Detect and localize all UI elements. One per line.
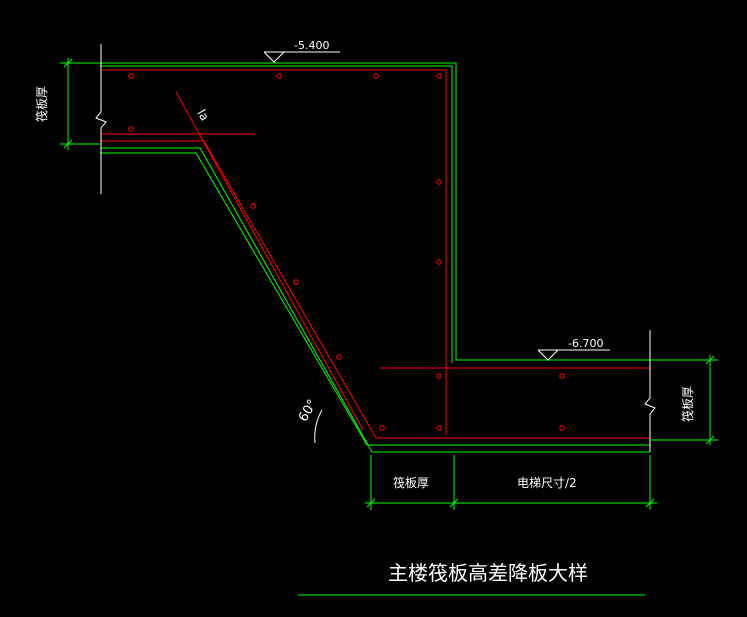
rebar-lines (100, 69, 650, 439)
drawing-title: 主楼筏板高差降板大样 (388, 561, 588, 585)
rebar-dot (128, 73, 134, 79)
rebar-dots (128, 73, 565, 431)
elevation-top-label: -5.400 (294, 39, 329, 52)
elevation-bottom-label: -6.700 (568, 337, 603, 350)
raft-thickness-bottom-label: 筏板厚 (393, 476, 429, 490)
rebar-dot (436, 373, 442, 379)
elevation-triangle-icon (263, 51, 286, 63)
step-outline-inner (100, 152, 650, 446)
bottom-rebar (100, 140, 650, 439)
angle-arc (314, 409, 323, 444)
rebar-dot (436, 179, 442, 185)
step-outline-outer (100, 147, 650, 453)
left-dim-tick (63, 58, 73, 68)
slab-outline-outer (100, 62, 650, 361)
rebar-dot (293, 279, 299, 285)
rebar-dot (250, 203, 256, 209)
rebar-dot (373, 73, 379, 79)
raft-thickness-right-label: 筏板厚 (681, 386, 695, 422)
left-dim-tick (63, 139, 73, 149)
elevation-marker-bottom (537, 349, 610, 361)
elevation-marker-top (263, 51, 340, 63)
right-dim-tick (705, 435, 715, 445)
elevation-triangle-icon (537, 349, 560, 361)
dimension-lines (60, 58, 718, 510)
concrete-outline (100, 62, 650, 453)
right-break-line (644, 330, 656, 452)
top-rebar (102, 69, 447, 435)
rebar-dot (128, 126, 134, 132)
rebar-dot (336, 354, 342, 360)
rebar-dot (436, 259, 442, 265)
raft-thickness-left-label: 筏板厚 (35, 86, 49, 122)
sloped-rebar-anchor (175, 91, 364, 431)
rebar-dot (559, 425, 565, 431)
right-dim-tick (705, 355, 715, 365)
rebar-dot (276, 73, 282, 79)
left-break-line (95, 44, 107, 194)
bottom-dim-tick (645, 498, 655, 508)
bottom-dim-tick (449, 498, 459, 508)
elevator-half-label: 电梯尺寸/2 (517, 476, 577, 490)
rebar-dot (379, 425, 385, 431)
rebar-dot (559, 373, 565, 379)
slab-outline-inner-top (100, 65, 453, 363)
rebar-dot (436, 425, 442, 431)
rebar-dot (436, 73, 442, 79)
anchorage-label: la (194, 107, 211, 123)
bottom-dim-tick (366, 498, 376, 508)
break-lines (95, 44, 656, 452)
